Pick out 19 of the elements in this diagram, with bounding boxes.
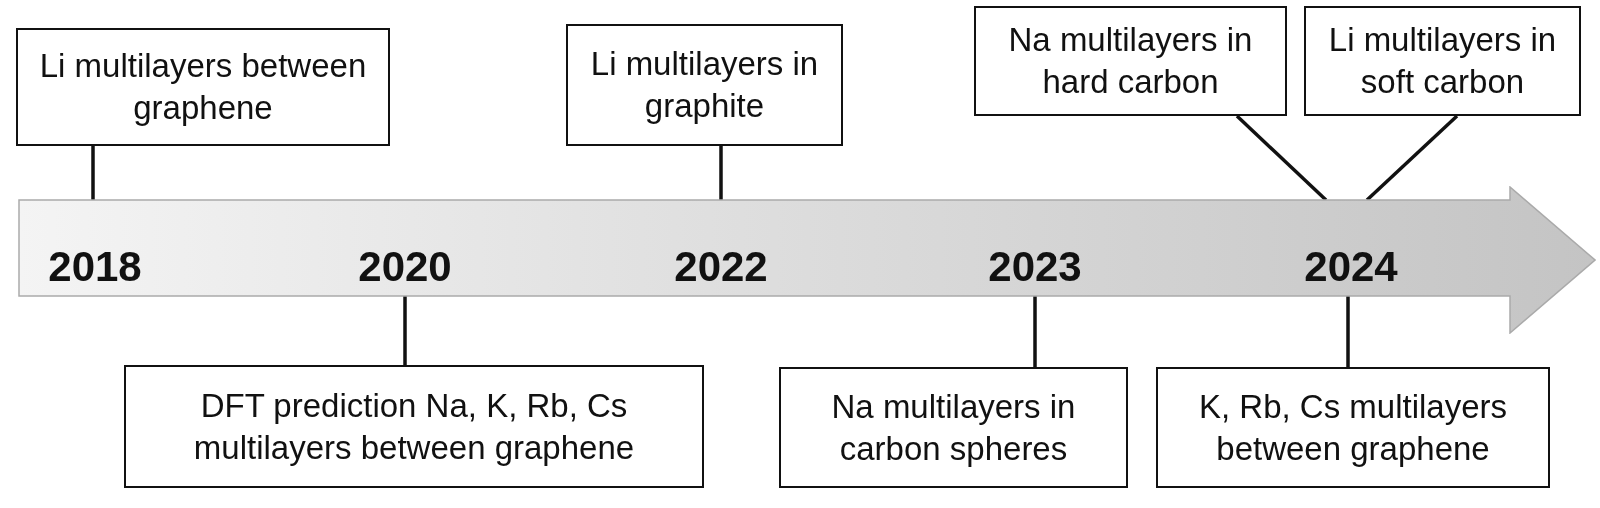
milestone-box: Li multilayers between graphene (16, 28, 390, 146)
milestone-box: Na multilayers in hard carbon (974, 6, 1287, 116)
milestone-box: Na multilayers in carbon spheres (779, 367, 1128, 488)
connector-line (1235, 114, 1328, 202)
year-label: 2022 (674, 243, 768, 291)
year-label: 2018 (48, 243, 142, 291)
milestone-box: Li multilayers in graphite (566, 24, 843, 146)
connector-line (719, 146, 723, 200)
year-label: 2023 (988, 243, 1082, 291)
milestone-box: Li multilayers in soft carbon (1304, 6, 1581, 116)
connector-line (1033, 296, 1037, 367)
connector-line (1346, 296, 1350, 367)
year-label: 2020 (358, 243, 452, 291)
year-label: 2024 (1304, 243, 1398, 291)
connector-line (1365, 114, 1459, 202)
connector-line (403, 296, 407, 365)
milestone-box: K, Rb, Cs multilayers between graphene (1156, 367, 1550, 488)
connector-line (91, 146, 95, 200)
milestone-box: DFT prediction Na, K, Rb, Cs multilayers between graphene (124, 365, 704, 488)
